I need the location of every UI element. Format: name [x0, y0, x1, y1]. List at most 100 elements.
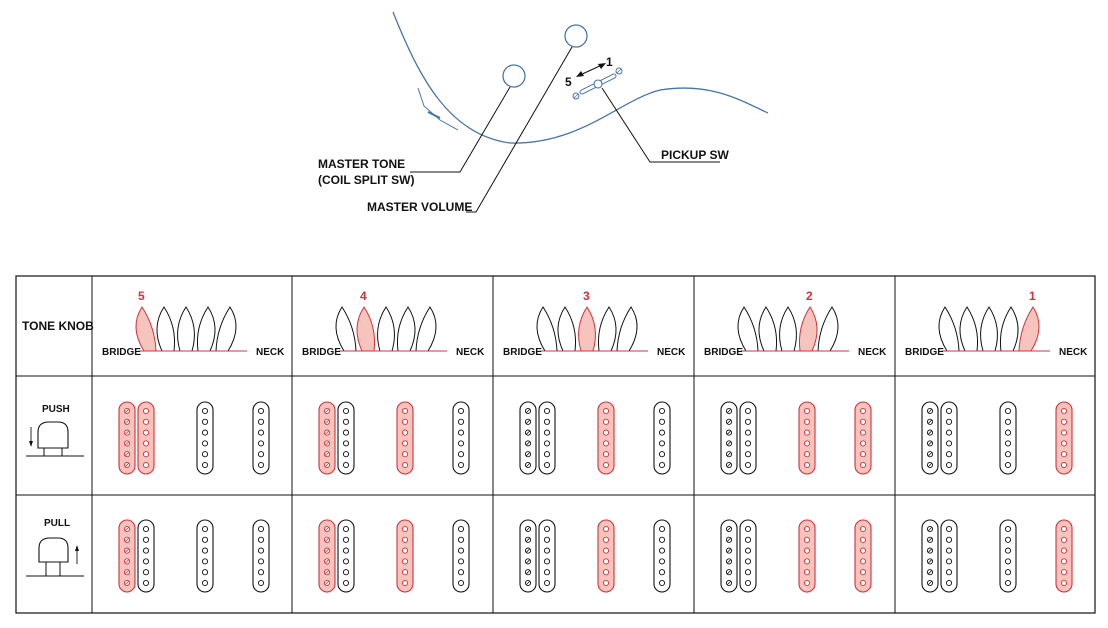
neck-label: NECK: [657, 347, 686, 358]
switch-direction-arrow: [576, 63, 606, 77]
guitar-body-trim-2: [427, 111, 441, 119]
neck-pickup: [653, 519, 671, 593]
guitar-body-trim: [417, 87, 459, 131]
humbucker-coil-right: [137, 519, 155, 593]
tone-leader-line: [410, 86, 511, 173]
neck-pickup: [252, 519, 270, 593]
pull-knob-icon: [26, 537, 84, 577]
position-number: 3: [583, 289, 590, 303]
fret-fan-icon: [737, 306, 839, 352]
bridge-label: BRIDGE: [905, 347, 944, 358]
position-column-1: BRIDGE NECK 1: [905, 289, 1088, 593]
humbucker-coil-right: [940, 519, 958, 593]
humbucker-coil-left: [921, 401, 939, 475]
neck-label: NECK: [1059, 347, 1088, 358]
fret-fan-icon: [135, 306, 237, 352]
guitar-body-diagram: 1 5 MASTER TONE (COIL SPLIT SW) MASTER V…: [318, 11, 769, 214]
fret-fan-icon: [335, 306, 437, 352]
position-column-4: BRIDGE NECK 4: [302, 289, 485, 593]
volume-knob-icon[interactable]: [564, 24, 588, 48]
switch-pos-1: 1: [606, 55, 613, 69]
position-column-3: BRIDGE NECK 3: [503, 289, 686, 593]
fret-fan-icon: [938, 306, 1040, 352]
push-pickups: [118, 401, 270, 475]
neck-label: NECK: [858, 347, 887, 358]
push-label: PUSH: [42, 404, 70, 415]
push-pickups: [720, 401, 872, 475]
position-number: 1: [1029, 289, 1036, 303]
middle-pickup: [999, 519, 1017, 593]
middle-pickup: [597, 519, 615, 593]
middle-pickup: [597, 401, 615, 475]
bridge-label: BRIDGE: [503, 347, 542, 358]
humbucker-coil-left: [519, 401, 537, 475]
neck-pickup: [854, 519, 872, 593]
position-column-5: BRIDGE NECK 5: [102, 289, 285, 593]
volume-leader-line: [466, 46, 573, 213]
position-column-2: BRIDGE NECK 2: [704, 289, 887, 593]
middle-pickup: [196, 519, 214, 593]
humbucker-coil-left: [318, 519, 336, 593]
pull-pickups: [519, 519, 671, 593]
neck-pickup: [1055, 401, 1073, 475]
neck-label: NECK: [456, 347, 485, 358]
table-border: [15, 275, 1096, 614]
humbucker-coil-right: [337, 519, 355, 593]
neck-pickup: [653, 401, 671, 475]
humbucker-coil-right: [538, 519, 556, 593]
middle-pickup: [396, 519, 414, 593]
pickup-leader-line: [601, 87, 720, 163]
middle-pickup: [196, 401, 214, 475]
middle-pickup: [999, 401, 1017, 475]
humbucker-coil-left: [519, 519, 537, 593]
tone-knob-header: TONE KNOB: [22, 319, 94, 333]
pickup-switch-icon[interactable]: [579, 73, 617, 95]
pull-pickups: [921, 519, 1073, 593]
humbucker-coil-right: [337, 401, 355, 475]
humbucker-coil-left: [720, 401, 738, 475]
position-number: 5: [138, 289, 145, 303]
humbucker-coil-left: [921, 519, 939, 593]
push-knob-icon: [26, 421, 84, 457]
neck-pickup: [854, 401, 872, 475]
push-pickups: [921, 401, 1073, 475]
pull-pickups: [318, 519, 470, 593]
humbucker-coil-right: [538, 401, 556, 475]
switch-screw-icon: [572, 67, 623, 100]
humbucker-coil-left: [118, 401, 136, 475]
position-number: 4: [360, 289, 367, 303]
middle-pickup: [798, 519, 816, 593]
humbucker-coil-right: [137, 401, 155, 475]
master-volume-label: MASTER VOLUME: [367, 200, 472, 214]
push-pickups: [318, 401, 470, 475]
bridge-label: BRIDGE: [704, 347, 743, 358]
humbucker-coil-left: [720, 519, 738, 593]
neck-pickup: [1055, 519, 1073, 593]
fret-fan-icon: [536, 306, 638, 352]
switch-pos-5: 5: [565, 75, 572, 89]
master-tone-sublabel: (COIL SPLIT SW): [318, 173, 414, 187]
humbucker-coil-right: [739, 401, 757, 475]
neck-pickup: [452, 519, 470, 593]
humbucker-coil-left: [118, 519, 136, 593]
pickup-sw-label: PICKUP SW: [661, 148, 729, 162]
guitar-body-outline: [392, 11, 769, 144]
humbucker-coil-left: [318, 401, 336, 475]
neck-label: NECK: [256, 347, 285, 358]
master-tone-label: MASTER TONE: [318, 157, 405, 171]
neck-pickup: [452, 401, 470, 475]
bridge-label: BRIDGE: [102, 347, 141, 358]
humbucker-coil-right: [739, 519, 757, 593]
pull-pickups: [118, 519, 270, 593]
neck-pickup: [252, 401, 270, 475]
middle-pickup: [798, 401, 816, 475]
push-pickups: [519, 401, 671, 475]
middle-pickup: [396, 401, 414, 475]
bridge-label: BRIDGE: [302, 347, 341, 358]
tone-knob-icon[interactable]: [502, 64, 526, 88]
pull-label: PULL: [44, 518, 70, 529]
position-number: 2: [806, 289, 813, 303]
